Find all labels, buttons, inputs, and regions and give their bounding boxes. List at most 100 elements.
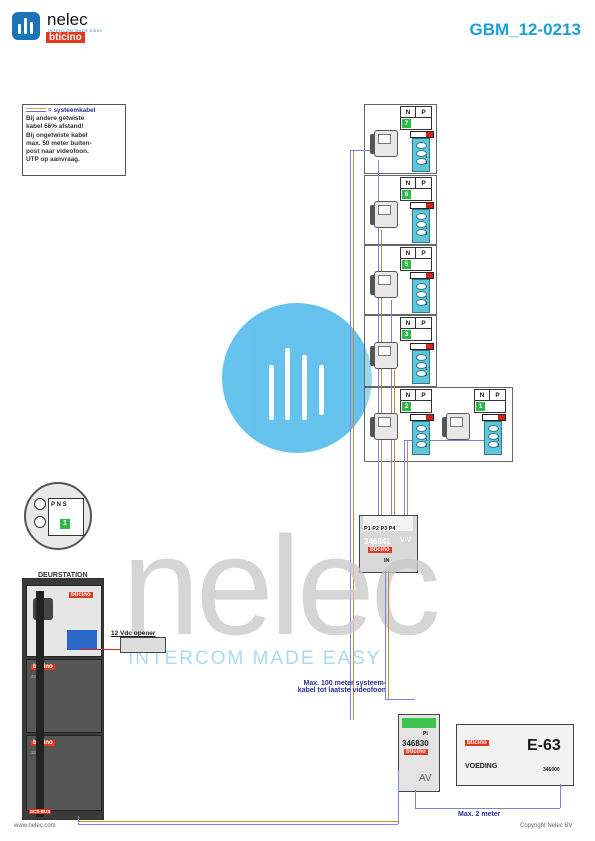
av-model: 346830 xyxy=(402,739,429,748)
watermark-logo-icon xyxy=(222,303,372,453)
bus-wire xyxy=(350,150,378,151)
p-label: P xyxy=(416,390,431,401)
watermark-tagline: INTERCOM MADE EASY xyxy=(128,648,382,669)
apartment-id-box: N P 6 xyxy=(400,177,432,201)
apartment-number: 3 xyxy=(402,330,411,339)
videophone-icon xyxy=(370,130,398,157)
red-switch-icon xyxy=(410,272,434,279)
psu-model: E-63 xyxy=(527,737,561,754)
terminal-block-icon xyxy=(67,630,97,650)
red-switch-icon xyxy=(410,202,434,209)
door-opener-icon xyxy=(120,637,166,653)
p-label: P xyxy=(490,390,505,401)
brand-name: nelec xyxy=(47,10,88,29)
n-label: N xyxy=(401,248,416,259)
bus-wire xyxy=(398,770,399,824)
bus-wire xyxy=(78,824,398,825)
terminal-block-icon xyxy=(484,421,502,455)
terminal-strip-icon: P N S 1 xyxy=(48,498,84,536)
footer-website: www.nelec.com xyxy=(14,823,56,829)
videophone-icon xyxy=(370,201,398,228)
distributor-ports: P1 P2 P3 P4 xyxy=(364,526,396,532)
doorstation: bticino bticino 3240 bticino 3240 SCS-BU… xyxy=(22,578,104,820)
system-cable-swatch xyxy=(26,108,46,113)
red-switch-icon xyxy=(410,414,434,421)
note-title-row: = systeemkabel xyxy=(26,107,122,115)
videophone-icon xyxy=(370,342,398,369)
n-label: N xyxy=(401,178,416,189)
apartment-id-box: N P 2 xyxy=(400,389,432,413)
cable-note: = systeemkabel Bij andere getwiste kabel… xyxy=(22,104,126,176)
av-module-346830: PI 346830 bticino AV xyxy=(398,714,440,792)
videophone-icon xyxy=(442,413,470,440)
bus-wire xyxy=(385,571,386,699)
p-label: P xyxy=(416,107,431,118)
terminal-block-icon xyxy=(412,350,430,384)
distributor-vv: V V xyxy=(400,537,412,544)
note-line: Bij andere getwiste xyxy=(26,115,85,123)
distributor-346841: P1 P2 P3 P4 346841 V V bticino IN xyxy=(359,515,418,573)
scs-tag: SCS-BUS xyxy=(29,809,52,814)
bus-wire xyxy=(350,150,351,720)
bus-wire xyxy=(353,150,354,720)
terminal-block-icon xyxy=(402,718,436,728)
bus-wire xyxy=(78,816,79,824)
red-switch-icon xyxy=(410,131,434,138)
apartment-number: 7 xyxy=(402,119,411,128)
bus-wire xyxy=(404,440,405,517)
terminal-block-icon xyxy=(412,279,430,313)
power-wire xyxy=(415,790,416,808)
bus-wire xyxy=(378,160,379,517)
screw-icon xyxy=(34,516,46,528)
distributor-in: IN xyxy=(384,558,390,564)
note-line: max. 50 meter buiten- xyxy=(26,139,92,147)
psu-code: 346000 xyxy=(543,767,560,773)
apartment-id-box: N P 7 xyxy=(400,106,432,130)
note-title: = systeemkabel xyxy=(48,107,96,114)
apartment-id-box: N P 3 xyxy=(400,317,432,341)
bus-wire xyxy=(388,571,389,699)
bus-wire xyxy=(381,230,382,517)
door-terminal-zoom: P N S 1 xyxy=(24,482,92,550)
note-line: kabel 66% afstand! xyxy=(26,123,84,131)
power-wire xyxy=(560,784,561,808)
apartment-number: 1 xyxy=(476,402,485,411)
bus-wire xyxy=(78,821,398,822)
mounting-rail xyxy=(36,591,44,817)
note-line: UTP op aanvraag. xyxy=(26,156,80,164)
door-number: 1 xyxy=(60,519,70,529)
brand-tagline: INTERCOM MADE EASY xyxy=(48,28,103,33)
n-label: N xyxy=(401,318,416,329)
bus-wire xyxy=(391,300,392,517)
terminal-block-icon xyxy=(412,138,430,172)
p-label: P xyxy=(416,318,431,329)
apartment-id-box: N P 5 xyxy=(400,247,432,271)
screw-icon xyxy=(34,498,46,510)
n-label: N xyxy=(401,107,416,118)
terminal-block-icon xyxy=(412,209,430,243)
footer-copyright: Copyright Nelec BV xyxy=(520,823,573,829)
distributor-brand: bticino xyxy=(368,547,392,553)
bus-wire xyxy=(404,440,484,441)
doorstation-title: DEURSTATION xyxy=(38,572,88,579)
n-label: N xyxy=(401,390,416,401)
power-wire xyxy=(415,808,560,809)
n-label: N xyxy=(475,390,490,401)
nelec-logo-icon xyxy=(12,12,40,40)
videophone-icon xyxy=(370,271,398,298)
note-line: post naar videofoon. xyxy=(26,148,89,156)
bus-wire xyxy=(394,370,395,517)
max-100-label: Max. 100 meter systeem- kabel tot laatst… xyxy=(297,680,386,694)
partner-logo: bticino xyxy=(46,32,85,43)
videophone-icon xyxy=(370,413,398,440)
p-label: P xyxy=(416,178,431,189)
apartment-number: 5 xyxy=(402,260,411,269)
apartment-id-box: N P 1 xyxy=(474,389,506,413)
bus-wire xyxy=(385,699,415,700)
note-line: Bij ongetwiste kabel xyxy=(26,131,88,139)
apartment-number: 6 xyxy=(402,190,411,199)
